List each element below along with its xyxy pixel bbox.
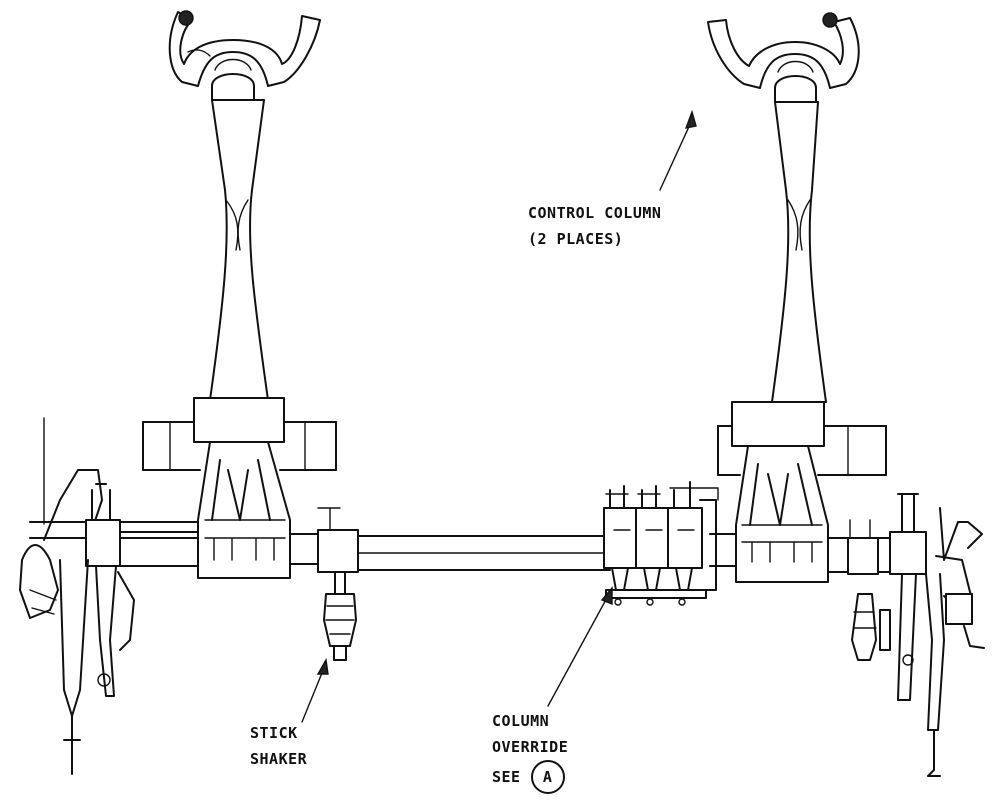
stick-shaker-leader — [301, 667, 325, 723]
column-override-arrowhead — [600, 586, 613, 606]
right-yoke-knob — [822, 12, 838, 28]
stick-shaker-callout: STICK SHAKER — [250, 720, 307, 772]
right-end-linkage — [851, 493, 985, 777]
left-yoke — [168, 11, 321, 87]
column-override-label-line1: COLUMN — [492, 712, 550, 730]
left-control-column — [142, 10, 337, 579]
control-column-callout: CONTROL COLUMN (2 PLACES) — [528, 200, 661, 252]
column-override-label-line2: OVERRIDE — [492, 738, 569, 756]
detail-reference: SEE A — [492, 760, 568, 794]
stick-shaker-label-line2: SHAKER — [250, 750, 308, 768]
left-end-linkage — [19, 417, 135, 775]
right-column-shaft — [771, 101, 827, 403]
stick-shaker — [323, 571, 357, 661]
left-column-shaft — [209, 99, 269, 401]
column-override-mechanism — [603, 481, 719, 606]
left-yoke-knob — [178, 10, 194, 26]
control-column-count-label: (2 PLACES) — [528, 230, 624, 248]
see-text: SEE — [492, 768, 521, 786]
column-override-leader — [547, 595, 609, 707]
detail-a-callout-circle: A — [530, 760, 565, 794]
torque-tube — [29, 507, 891, 575]
stick-shaker-arrowhead — [316, 657, 329, 675]
column-override-callout: COLUMN OVERRIDE SEE A — [492, 708, 568, 794]
right-column-collar — [731, 401, 825, 447]
right-control-column — [707, 12, 887, 583]
right-yoke — [707, 17, 860, 89]
control-column-arrowhead — [684, 109, 697, 129]
control-column-leader — [659, 119, 693, 191]
control-column-label: CONTROL COLUMN — [528, 204, 662, 222]
leader-lines — [301, 109, 697, 723]
left-column-collar — [193, 397, 285, 443]
stick-shaker-label-line1: STICK — [250, 724, 298, 742]
